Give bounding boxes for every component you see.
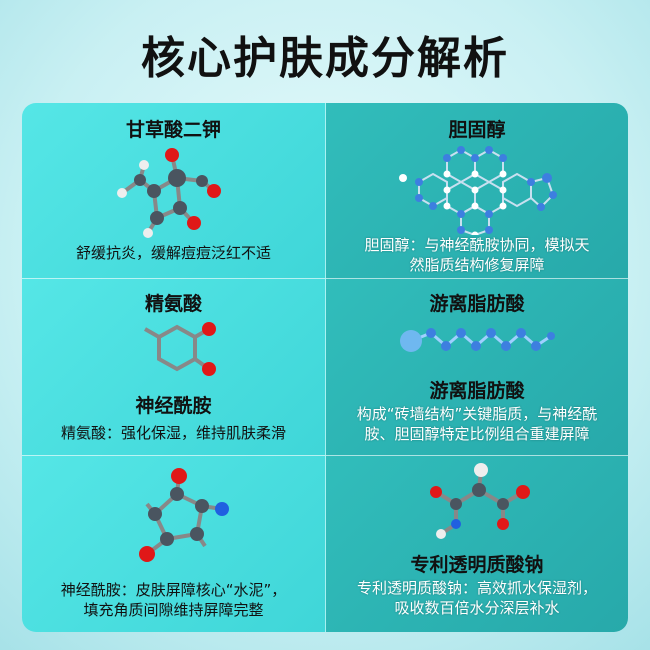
ingredient-description: 精氨酸：强化保湿，维持肌肤柔滑 <box>60 424 286 442</box>
molecule-icon <box>144 322 216 376</box>
ingredient-card-dipotassium-glycyrrhizate: 甘草酸二钾 舒缓抗炎，缓解痘痘泛红不适 <box>22 103 326 279</box>
ingredient-description-line: 然脂质结构修复屏障 <box>409 256 545 274</box>
ingredient-heading: 专利透明质酸钠 <box>410 554 544 576</box>
ingredient-heading: 精氨酸 <box>144 293 202 315</box>
molecule-icon <box>430 463 530 539</box>
ingredient-heading: 胆固醇 <box>448 119 506 141</box>
molecule-icon <box>400 328 555 352</box>
ingredient-description-line: 胆固醇：与神经酰胺协同，模拟天 <box>364 236 590 254</box>
ingredient-description-line: 神经酰胺：皮肤屏障核心“水泥”， <box>60 581 287 599</box>
ingredient-subheading: 游离脂肪酸 <box>429 380 525 402</box>
ingredient-grid: 甘草酸二钾 舒缓抗炎，缓解痘痘泛红不适 胆固醇 胆固醇：与神经酰胺协同，模拟天 … <box>22 103 628 632</box>
ingredient-description-line: 吸收数百倍水分深层补水 <box>394 599 560 617</box>
ingredient-subheading: 神经酰胺 <box>135 395 212 417</box>
ingredient-description-line: 专利透明质酸钠：高效抓水保湿剂， <box>356 579 597 597</box>
ingredient-description-line: 构成“砖墙结构”关键脂质，与神经酰 <box>356 405 598 423</box>
molecule-icon <box>117 148 221 238</box>
ingredient-heading: 游离脂肪酸 <box>429 293 525 315</box>
ingredient-card-ceramide: 神经酰胺：皮肤屏障核心“水泥”， 填充角质间隙维持屏障完整 <box>22 456 326 632</box>
ingredient-card-cholesterol: 胆固醇 胆固醇：与神经酰胺协同，模拟天 然脂质结构修复屏障 <box>326 103 628 279</box>
ingredient-card-sodium-hyaluronate: 专利透明质酸钠 专利透明质酸钠：高效抓水保湿剂， 吸收数百倍水分深层补水 <box>326 456 628 632</box>
ingredient-card-arginine: 精氨酸 神经酰胺 精氨酸：强化保湿，维持肌肤柔滑 <box>22 279 326 456</box>
ingredient-description: 舒缓抗炎，缓解痘痘泛红不适 <box>75 244 271 262</box>
ingredient-description-line: 填充角质间隙维持屏障完整 <box>83 601 264 619</box>
ingredient-card-free-fatty-acid: 游离脂肪酸 游离脂肪酸 构成“砖墙结构”关键脂质，与神经酰 胺、胆固醇特定比例组… <box>326 279 628 456</box>
ingredient-description-line: 胺、胆固醇特定比例组合重建屏障 <box>364 425 590 443</box>
molecule-icon <box>399 146 557 235</box>
page-title: 核心护肤成分解析 <box>141 33 509 84</box>
molecule-icon <box>139 468 229 562</box>
ingredient-heading: 甘草酸二钾 <box>125 119 221 141</box>
